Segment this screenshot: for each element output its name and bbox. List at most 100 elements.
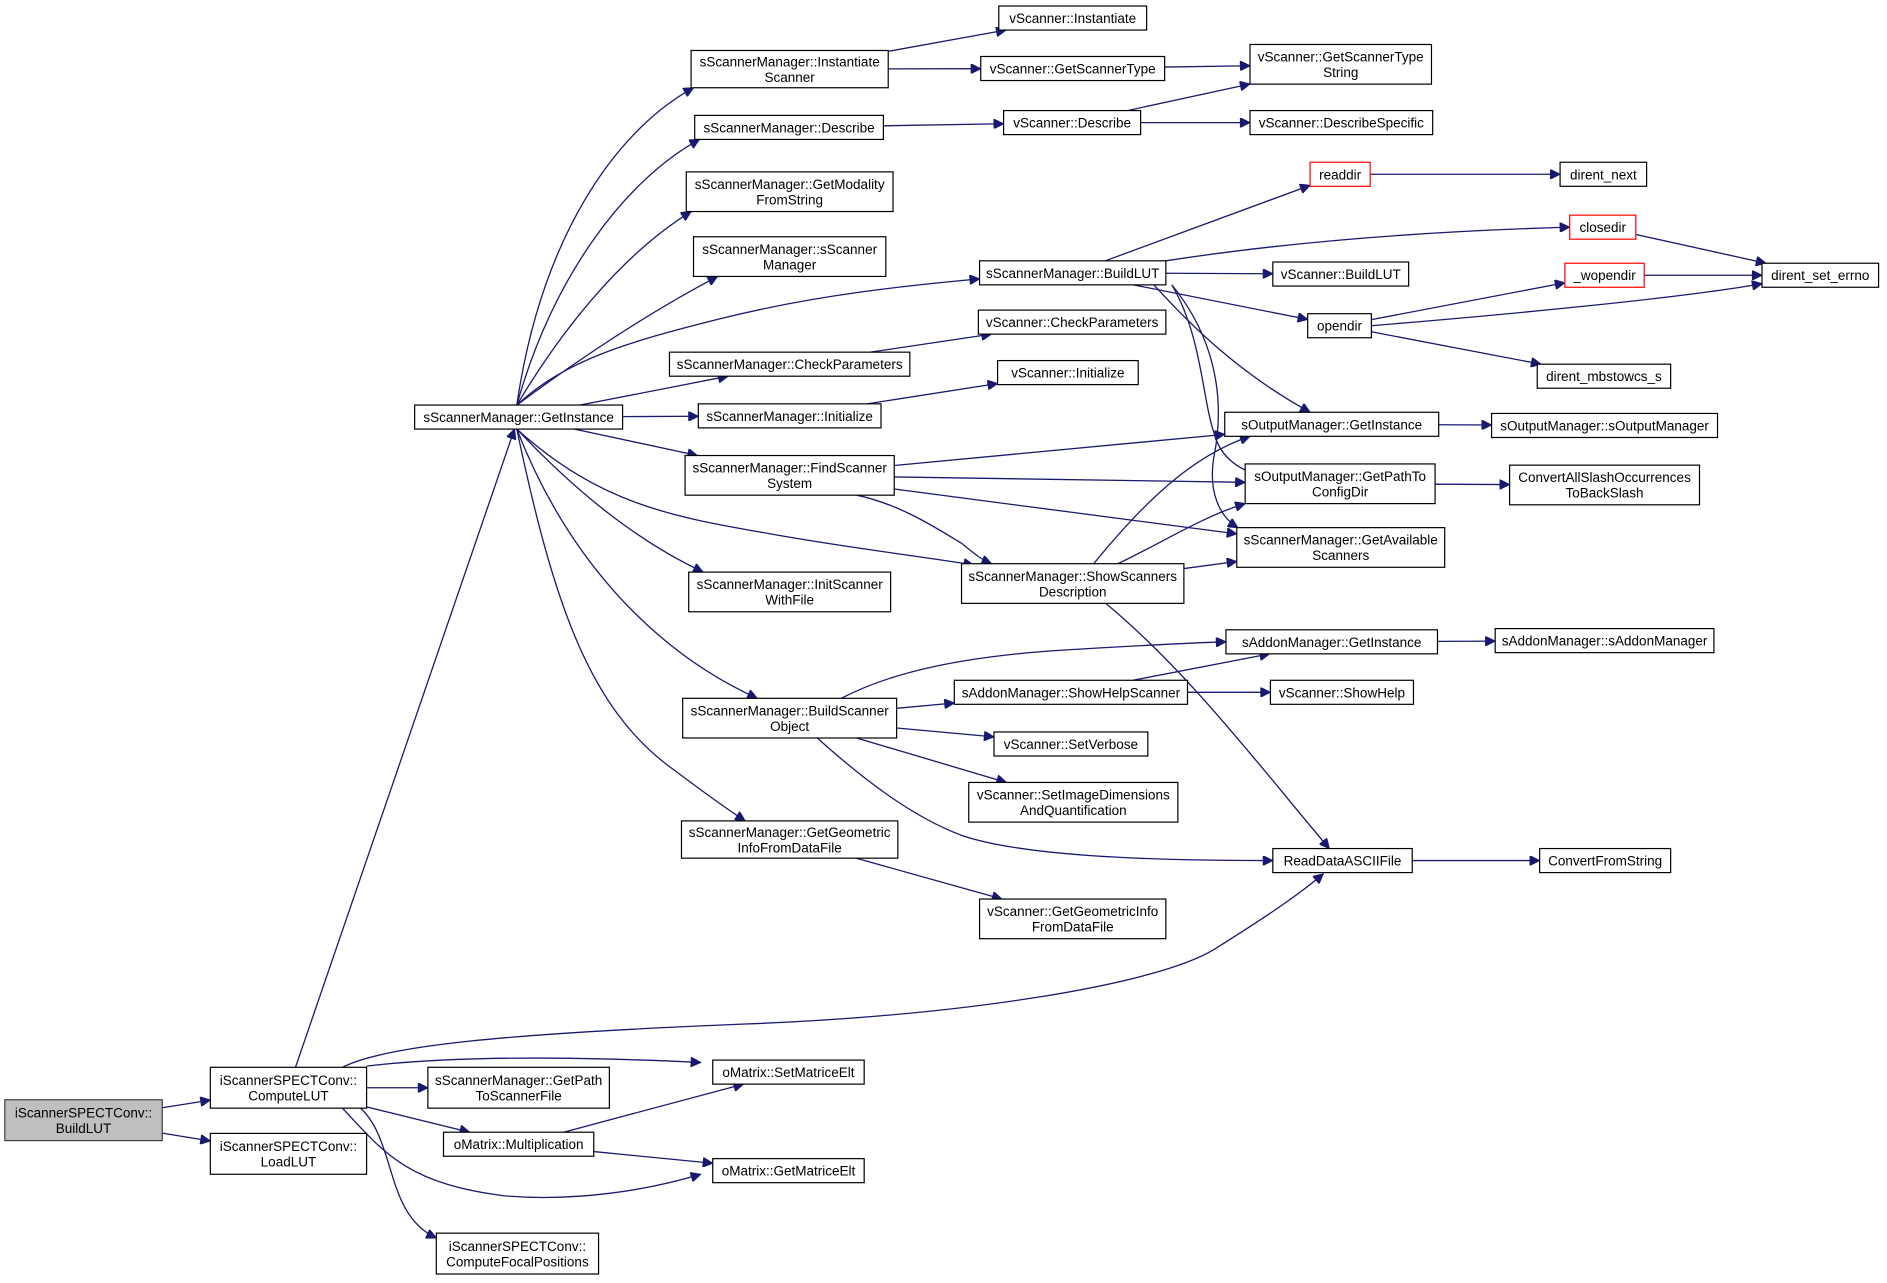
node-box bbox=[1494, 627, 1715, 654]
node-smbuildlut[interactable]: sScannerManager::BuildLUT bbox=[978, 260, 1167, 286]
node-vcheckp[interactable]: vScanner::CheckParameters bbox=[977, 309, 1167, 335]
node-label: Scanners bbox=[1312, 548, 1369, 563]
node-label: FromDataFile bbox=[1032, 920, 1114, 935]
node-vinit[interactable]: vScanner::Initialize bbox=[996, 359, 1139, 386]
node-label: iScannerSPECTConv:: bbox=[220, 1073, 357, 1088]
edge-root-to-compute bbox=[162, 1100, 210, 1108]
node-box bbox=[1272, 847, 1413, 874]
node-soutmgr[interactable]: sOutputManager::sOutputManager bbox=[1490, 412, 1719, 439]
node-closedir[interactable]: closedir bbox=[1569, 214, 1637, 240]
node-vgettype[interactable]: vScanner::GetScannerType bbox=[980, 55, 1166, 82]
function-nodes: iScannerSPECTConv::BuildLUTiScannerSPECT… bbox=[4, 5, 1880, 1275]
node-label: vScanner::SetVerbose bbox=[1004, 737, 1138, 752]
node-focal[interactable]: iScannerSPECTConv::ComputeFocalPositions bbox=[435, 1232, 600, 1275]
node-box bbox=[977, 309, 1167, 335]
node-getmat[interactable]: oMatrix::GetMatriceElt bbox=[712, 1158, 865, 1184]
node-convstr[interactable]: ConvertFromString bbox=[1539, 847, 1672, 874]
edge-showscan-to-getavail bbox=[1184, 561, 1237, 568]
node-outinst[interactable]: sOutputManager::GetInstance bbox=[1224, 411, 1440, 437]
node-label: sScannerManager::GetModality bbox=[695, 177, 885, 192]
edge-findscan-to-outinst bbox=[894, 434, 1225, 465]
node-label: oMatrix::GetMatriceElt bbox=[722, 1164, 856, 1179]
node-getgeom[interactable]: sScannerManager::GetGeometricInfoFromDat… bbox=[680, 820, 899, 859]
node-label: opendir bbox=[1317, 319, 1363, 334]
node-mult[interactable]: oMatrix::Multiplication bbox=[442, 1131, 595, 1157]
node-label: vScanner::Describe bbox=[1013, 116, 1131, 131]
node-compute[interactable]: iScannerSPECTConv::ComputeLUT bbox=[209, 1066, 368, 1109]
node-vdescribe[interactable]: vScanner::Describe bbox=[1002, 109, 1142, 136]
node-label: vScanner::GetGeometricInfo bbox=[987, 904, 1158, 919]
node-box bbox=[953, 679, 1189, 705]
node-root[interactable]: iScannerSPECTConv::BuildLUT bbox=[4, 1099, 163, 1142]
edge-getinst-to-instscan bbox=[517, 88, 694, 405]
node-label: dirent_mbstowcs_s bbox=[1546, 369, 1662, 384]
node-checkp[interactable]: sScannerManager::CheckParameters bbox=[668, 351, 911, 377]
edge-findscan-to-getavail bbox=[894, 489, 1237, 534]
edge-addshow-to-addinst bbox=[1133, 654, 1270, 680]
node-box bbox=[980, 55, 1166, 82]
node-label: closedir bbox=[1579, 220, 1626, 235]
node-vdescspec[interactable]: vScanner::DescribeSpecific bbox=[1249, 109, 1434, 136]
node-label: sAddonManager::ShowHelpScanner bbox=[962, 685, 1181, 700]
node-label: ComputeLUT bbox=[248, 1088, 328, 1103]
node-wopendir[interactable]: _wopendir bbox=[1564, 262, 1645, 288]
node-readdir[interactable]: readdir bbox=[1309, 161, 1371, 187]
node-label: sScannerManager::sScanner bbox=[702, 242, 877, 257]
call-edges bbox=[162, 30, 1766, 1238]
edge-mult-to-setmat bbox=[564, 1084, 744, 1132]
edge-smbuildlut-to-outpath bbox=[1172, 285, 1257, 475]
node-mbstowcs[interactable]: dirent_mbstowcs_s bbox=[1536, 363, 1672, 389]
node-label: sScannerManager::Instantiate bbox=[700, 54, 880, 69]
node-label: sScannerManager::BuildLUT bbox=[986, 266, 1159, 281]
node-vbuildlut[interactable]: vScanner::BuildLUT bbox=[1272, 261, 1410, 287]
edge-findscan-to-outpath bbox=[894, 477, 1245, 482]
node-errno[interactable]: dirent_set_errno bbox=[1761, 262, 1880, 288]
edge-smbuildlut-to-opendir bbox=[1133, 285, 1307, 320]
node-direntnext[interactable]: dirent_next bbox=[1559, 161, 1648, 187]
node-box bbox=[1272, 261, 1410, 287]
node-describe[interactable]: sScannerManager::Describe bbox=[694, 114, 885, 141]
node-box bbox=[414, 404, 624, 430]
node-vinst[interactable]: vScanner::Instantiate bbox=[998, 5, 1148, 31]
node-vshowhelp[interactable]: vScanner::ShowHelp bbox=[1269, 679, 1415, 705]
node-saddmgr[interactable]: sAddonManager::sAddonManager bbox=[1494, 627, 1715, 654]
node-setmat[interactable]: oMatrix::SetMatriceElt bbox=[712, 1059, 865, 1085]
node-getinst[interactable]: sScannerManager::GetInstance bbox=[414, 404, 624, 430]
edge-getinst-to-describe bbox=[517, 139, 700, 405]
node-box bbox=[680, 820, 899, 859]
node-opendir[interactable]: opendir bbox=[1307, 313, 1372, 339]
node-addinst[interactable]: sAddonManager::GetInstance bbox=[1225, 629, 1439, 655]
node-label: String bbox=[1323, 65, 1358, 80]
node-label: AndQuantification bbox=[1020, 803, 1127, 818]
node-box bbox=[694, 114, 885, 141]
node-label: oMatrix::SetMatriceElt bbox=[722, 1065, 854, 1080]
node-label: iScannerSPECTConv:: bbox=[220, 1139, 357, 1154]
node-box bbox=[968, 781, 1179, 823]
node-addshow[interactable]: sAddonManager::ShowHelpScanner bbox=[953, 679, 1189, 705]
node-sscanmgr[interactable]: sScannerManager::sScannerManager bbox=[692, 236, 887, 278]
node-vsetimg[interactable]: vScanner::SetImageDimensionsAndQuantific… bbox=[968, 781, 1179, 823]
edge-getinst-to-buildscan bbox=[517, 429, 757, 698]
edge-closedir-to-errno bbox=[1636, 234, 1766, 263]
node-label: sScannerManager::GetGeometric bbox=[689, 825, 891, 840]
edge-compute-to-setmat bbox=[367, 1058, 701, 1066]
node-label: vScanner::BuildLUT bbox=[1281, 267, 1401, 282]
node-init[interactable]: sScannerManager::Initialize bbox=[697, 403, 882, 429]
node-load[interactable]: iScannerSPECTConv::LoadLUT bbox=[209, 1132, 368, 1175]
node-vsetverb[interactable]: vScanner::SetVerbose bbox=[993, 731, 1149, 757]
node-readascii[interactable]: ReadDataASCIIFile bbox=[1272, 847, 1413, 874]
edge-compute-to-mult bbox=[367, 1107, 470, 1132]
